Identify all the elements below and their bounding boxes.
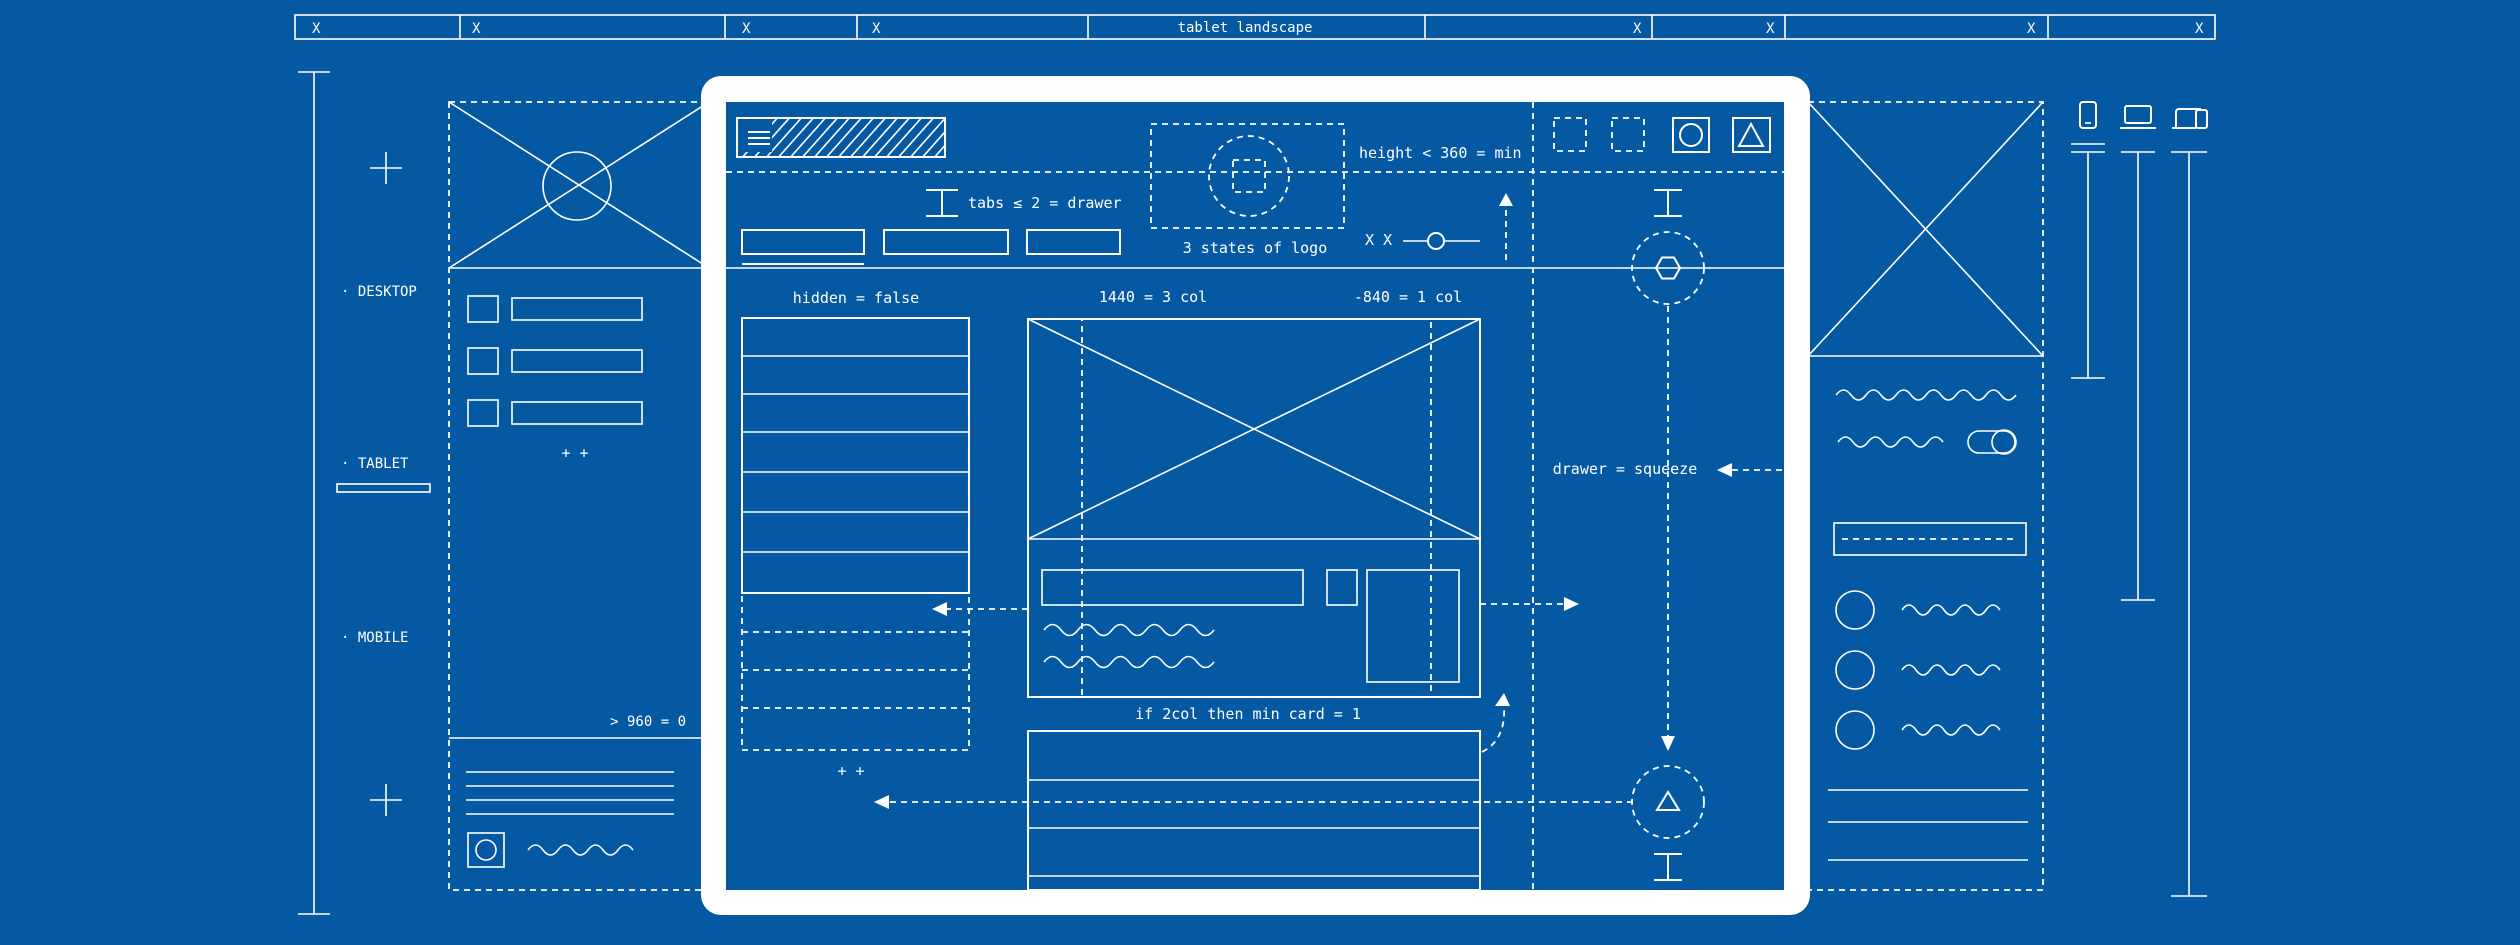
col-840-annotation: -840 = 1 col — [1354, 288, 1462, 306]
slider[interactable] — [1403, 232, 1480, 250]
ibeam-icon — [1654, 853, 1682, 881]
responsive-devices-icon — [2172, 108, 2208, 129]
ibeam-icon — [926, 189, 958, 217]
tab[interactable] — [741, 229, 865, 255]
list-column: hidden = false + + — [741, 289, 970, 780]
plus-marks: + + — [561, 444, 588, 462]
tablet-device — [701, 76, 1810, 915]
logo-area — [1150, 123, 1345, 229]
ruler-mark: X — [1633, 21, 1642, 37]
top-ruler: X X X X tablet landscape X X X X — [294, 14, 2216, 40]
tablet-marker-bar — [336, 483, 431, 493]
tab[interactable] — [1026, 229, 1121, 255]
breakpoint-rule-960: > 960 = 0 — [610, 714, 686, 730]
ruler-mark: X — [2027, 21, 2036, 37]
avatar-placeholder — [467, 832, 505, 868]
drawer-column: drawer = squeeze — [1553, 189, 1782, 881]
circle-action-icon[interactable] — [1672, 117, 1710, 153]
placeholder-icon[interactable] — [1553, 117, 1587, 152]
menu-icon[interactable] — [748, 131, 770, 145]
ruler-mark: X — [742, 21, 751, 37]
laptop-icon — [2120, 105, 2156, 129]
plus-icon — [370, 152, 402, 184]
breakpoint-tablet: · TABLET — [341, 456, 409, 472]
plus-icon — [370, 784, 402, 816]
ruler-mark: X — [872, 21, 881, 37]
arrow-left-icon — [1717, 463, 1732, 477]
left-vertical-ruler — [298, 71, 330, 915]
ruler-mark: X — [472, 21, 481, 37]
breakpoint-mobile: · MOBILE — [341, 630, 408, 646]
arrow-down-icon — [1661, 736, 1675, 751]
left-panel: + + > 960 = 0 — [448, 101, 710, 891]
arrow-up-icon — [1499, 193, 1513, 206]
device-rulers — [2071, 143, 2207, 897]
breakpoint-desktop: · DESKTOP — [341, 284, 417, 300]
arrow-right-icon — [1564, 597, 1579, 611]
card-column: 1440 = 3 col -840 = 1 col if 2col then m… — [874, 288, 1633, 891]
col-1440-annotation: 1440 = 3 col — [1099, 288, 1207, 306]
tab[interactable] — [883, 229, 1009, 255]
card-rule-annotation: if 2col then min card = 1 — [1135, 705, 1361, 723]
right-panel — [1807, 101, 2044, 891]
drawer-rule-annotation: drawer = squeeze — [1553, 460, 1698, 478]
arrow-up-icon — [1495, 693, 1510, 706]
card-min-width-guide — [1081, 318, 1432, 698]
ruler-mark: X — [312, 21, 321, 37]
logo-circle — [1208, 135, 1290, 217]
tabs-rule-annotation: tabs ≤ 2 = drawer — [968, 194, 1122, 212]
xx-label: X X — [1365, 231, 1392, 249]
ruler-mark: X — [1766, 21, 1775, 37]
bottom-list — [1027, 730, 1481, 891]
wave-text-placeholder — [527, 844, 634, 856]
toggle-switch — [1967, 430, 2016, 454]
ibeam-icon — [1654, 189, 1682, 217]
slider-thumb[interactable] — [1427, 232, 1445, 250]
logo-states-annotation: 3 states of logo — [1183, 239, 1328, 257]
logo-square — [1232, 159, 1266, 193]
placeholder-image-icon — [542, 151, 612, 221]
plus-marks: + + — [837, 762, 864, 780]
arrow-left-icon — [932, 602, 947, 616]
hidden-rule-annotation: hidden = false — [793, 289, 919, 307]
height-rule-annotation: height < 360 = min — [1359, 144, 1522, 162]
ruler-mark: X — [2195, 21, 2204, 37]
hexagon-icon — [1654, 256, 1682, 280]
tablet-header: tabs ≤ 2 = drawer 3 states of logo heigh… — [726, 102, 1784, 890]
ruler-center-label: tablet landscape — [1178, 20, 1313, 36]
placeholder-icon[interactable] — [1611, 117, 1645, 152]
phone-icon — [2079, 101, 2097, 129]
triangle-icon — [1655, 790, 1681, 811]
arrow-left-icon — [874, 795, 889, 809]
triangle-action-icon[interactable] — [1732, 117, 1771, 153]
